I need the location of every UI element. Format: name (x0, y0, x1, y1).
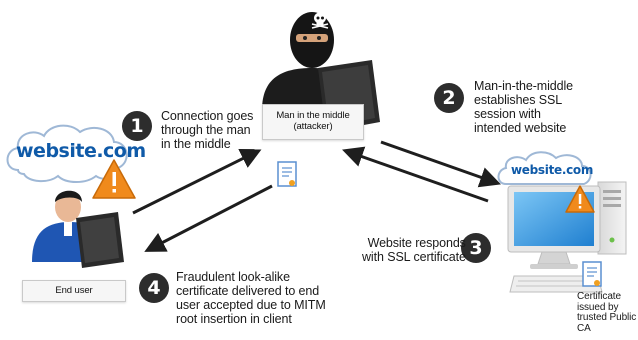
website-cloud-label: website.com (511, 163, 594, 177)
step-4-text: Fraudulent look-alike certificate delive… (176, 270, 326, 326)
step-1-text: Connection goes through the man in the m… (161, 109, 254, 151)
arrow-website-to-attacker (342, 146, 489, 203)
end-user-label: End user (55, 285, 93, 296)
skull-icon (311, 12, 329, 29)
server-tower-icon (597, 181, 627, 255)
attacker-label-plate: Man in the middle (attacker) (262, 104, 364, 140)
cloud-icon (6, 124, 128, 183)
step-3-text: Website responds with SSL certificate (362, 236, 466, 264)
step-4-badge: 4 (139, 273, 169, 303)
warning-icon (92, 159, 136, 199)
arrow-attacker-to-user (144, 184, 273, 252)
website-cloud-icon (497, 151, 592, 185)
attacker-label: Man in the middle (attacker) (276, 110, 350, 132)
arrow-attacker-to-website (380, 140, 501, 188)
end-user-cloud-label: website.com (16, 140, 146, 162)
step-3-badge: 3 (461, 233, 491, 263)
certificate-caption: Certificate issued by trusted Public CA (577, 291, 637, 334)
end-user-monitor-icon (76, 212, 124, 268)
end-user-label-plate: End user (22, 280, 126, 302)
step-1-badge: 1 (122, 111, 152, 141)
step-2-text: Man-in-the-middle establishes SSL sessio… (474, 79, 574, 135)
website-warning-icon (565, 185, 595, 213)
arrow-user-to-attacker (132, 149, 262, 215)
certificate-icon (277, 161, 297, 187)
step-2-badge: 2 (434, 83, 464, 113)
website-certificate-icon (582, 261, 602, 287)
